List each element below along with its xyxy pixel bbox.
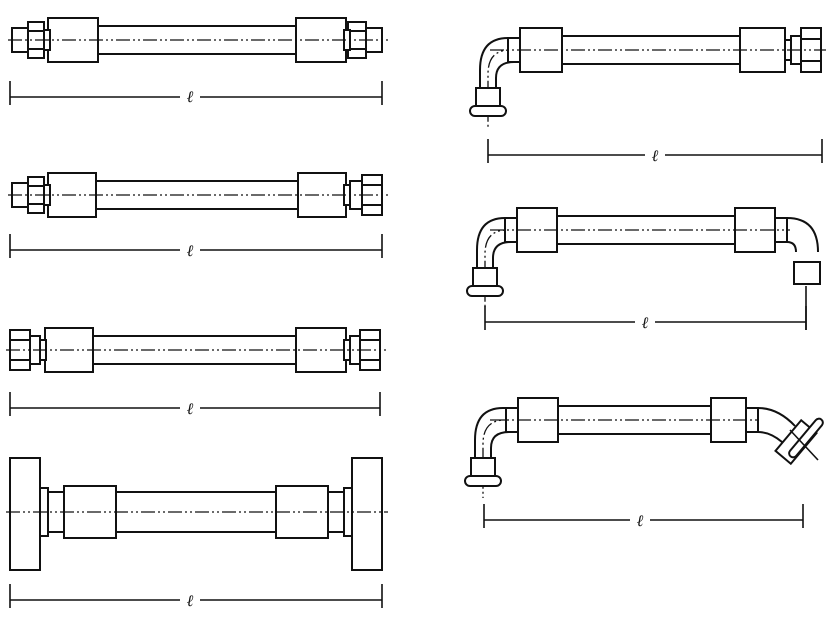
dimension-label-2: ℓ xyxy=(187,241,194,260)
elbow-center-line xyxy=(482,419,518,498)
hose-90-elbow-and-45-elbow xyxy=(464,397,824,528)
collar xyxy=(504,217,518,243)
dimension-label-6: ℓ xyxy=(642,313,649,332)
elbow-inner xyxy=(492,241,517,268)
elbow-outer xyxy=(786,217,819,253)
elbow-inner xyxy=(757,431,783,443)
flange xyxy=(351,457,383,571)
flange-neck xyxy=(470,457,496,477)
flange-head xyxy=(469,105,507,117)
hose-90-elbow-flange-to-female xyxy=(469,27,826,163)
flange-neck xyxy=(475,87,501,107)
elbow-inner xyxy=(786,241,797,253)
elbow-inner xyxy=(490,431,518,458)
straight-hose-male-female xyxy=(8,172,388,258)
dimension-label-4: ℓ xyxy=(187,591,194,610)
flange-head xyxy=(464,475,502,487)
hose-90-elbow-both-ends xyxy=(466,207,821,330)
collar xyxy=(774,217,788,243)
flange-head xyxy=(466,285,504,297)
dimension-label-7: ℓ xyxy=(637,511,644,530)
dimension-label-1: ℓ xyxy=(187,87,194,106)
dimension-labels: ℓ ℓ ℓ ℓ ℓ ℓ ℓ xyxy=(187,87,659,610)
straight-hose-male-both-ends xyxy=(8,17,388,105)
straight-hose-flange-both-ends xyxy=(6,457,388,608)
flange xyxy=(9,457,41,571)
straight-hose-female-both-ends xyxy=(6,327,386,416)
angle-line xyxy=(789,429,819,461)
elbow-outer xyxy=(474,407,518,458)
face-seal xyxy=(788,417,824,459)
elbow-inner xyxy=(495,61,520,88)
elbow-outer xyxy=(757,407,796,427)
dimension-label-3: ℓ xyxy=(187,399,194,418)
flange-neck xyxy=(472,267,498,287)
dimension-label-5: ℓ xyxy=(652,146,659,165)
hex-nut xyxy=(793,261,821,285)
